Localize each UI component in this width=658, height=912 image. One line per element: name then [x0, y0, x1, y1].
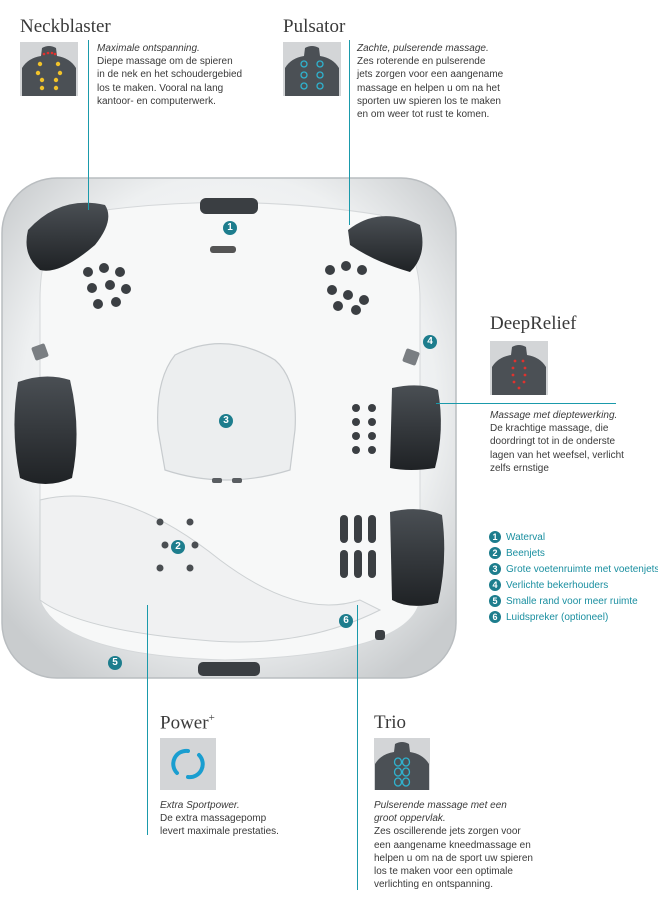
jets-neckblaster: [83, 263, 131, 309]
connector-neckblaster: [88, 40, 89, 210]
neckblaster-thumb: [20, 42, 78, 96]
power-title: Power+: [160, 712, 215, 734]
lounger-seat: [39, 495, 382, 643]
marker-6: 6: [339, 614, 353, 628]
torso-icon: [285, 46, 339, 96]
footwell: [157, 343, 296, 481]
jets-foot: [212, 478, 242, 483]
control-panel: [198, 662, 260, 676]
pillow-deeprelief: [390, 385, 441, 470]
deeprelief-description: Massage met dieptewerking. De krachtige …: [490, 410, 624, 474]
marker-1: 1: [223, 221, 237, 235]
connector-pulsator: [349, 40, 350, 225]
pulsator-title: Pulsator: [283, 16, 346, 37]
jets-trio: [340, 515, 376, 578]
pillow-neckblaster: [26, 202, 109, 271]
pillow-trio: [390, 509, 445, 606]
pillow-left: [14, 376, 77, 484]
pulsator-thumb: [283, 42, 341, 96]
cup-holder-left: [31, 343, 49, 361]
power-thumb: [160, 738, 216, 790]
marker-4: 4: [423, 335, 437, 349]
neckblaster-title: Neckblaster: [20, 16, 111, 37]
deeprelief-thumb: [490, 341, 548, 395]
marker-2: 2: [171, 540, 185, 554]
circular-arrows-icon: [171, 748, 205, 780]
neckblaster-description: Maximale ontspanning. Diepe massage om d…: [97, 43, 243, 107]
pillow-pulsator: [348, 216, 423, 272]
deeprelief-title: DeepRelief: [490, 313, 577, 334]
trio-title: Trio: [374, 712, 407, 733]
power-description: Extra Sportpower. De extra massagepomp l…: [160, 800, 279, 838]
marker-3: 3: [219, 414, 233, 428]
cup-holder-right: [402, 348, 420, 366]
waterfall-spout: [200, 198, 258, 214]
trio-thumb: [374, 738, 430, 790]
jets-deeprelief: [352, 404, 376, 454]
trio-description: Pulserende massage met een groot oppervl…: [374, 800, 533, 891]
pulsator-description: Zachte, pulserende massage. Zes roterend…: [357, 43, 504, 121]
marker-5: 5: [108, 656, 122, 670]
connector-power: [147, 605, 148, 835]
torso-icon: [492, 345, 546, 395]
jets-legs: [156, 518, 199, 572]
jets-pulsator: [325, 261, 369, 315]
connector-deeprelief: [436, 403, 616, 404]
torso-icon: [375, 742, 429, 790]
connector-trio: [357, 605, 358, 890]
torso-icon: [22, 46, 76, 96]
